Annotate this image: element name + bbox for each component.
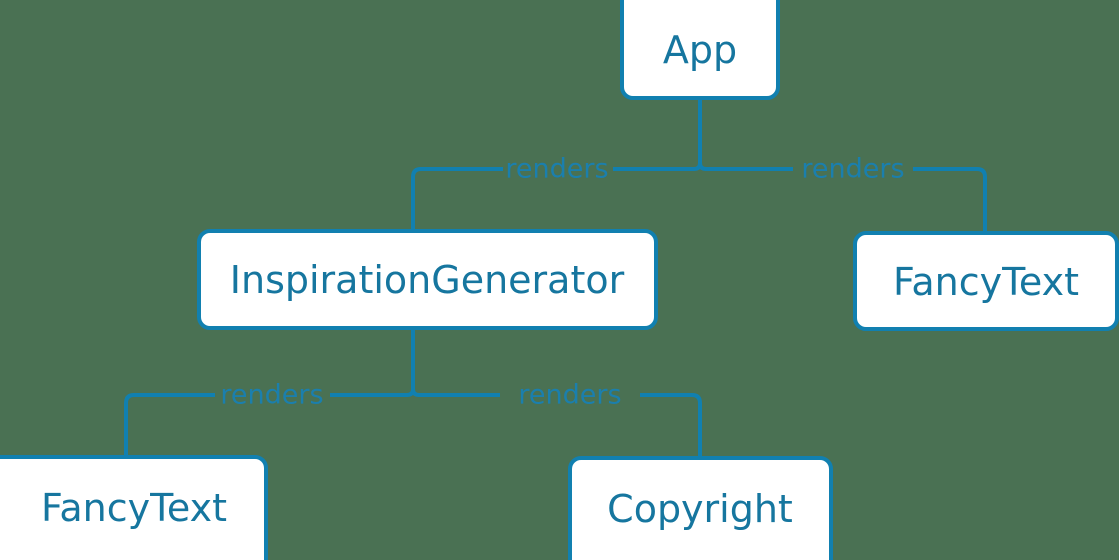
- edge-label-group: renders renders renders renders: [220, 154, 904, 411]
- edge-label-app-inspirationgenerator: renders: [505, 154, 608, 185]
- node-inspirationgenerator[interactable]: InspirationGenerator: [197, 229, 658, 330]
- node-copyright-box[interactable]: [568, 456, 833, 560]
- edge-label-app-fancytext: renders: [801, 154, 904, 185]
- node-fancytext-right[interactable]: FancyText: [853, 231, 1119, 331]
- edge-label-inspirationgenerator-fancytext: renders: [220, 380, 323, 411]
- edge-inspirationgenerator-to-fancytext-bottom: [124, 393, 215, 455]
- node-app[interactable]: App: [620, 0, 780, 100]
- edge-label-inspirationgenerator-copyright: renders: [518, 380, 621, 411]
- node-fancytext-right-label: FancyText: [893, 260, 1079, 304]
- node-fancytext-bottom-left-box[interactable]: [0, 455, 268, 560]
- edge-inspirationgenerator-to-copyright: [640, 393, 702, 456]
- edge-app-to-inspirationgenerator: [411, 167, 503, 229]
- node-fancytext-bottom-left[interactable]: FancyText: [0, 455, 268, 560]
- node-app-box[interactable]: [620, 0, 780, 100]
- edge-app-trunk: [613, 100, 702, 171]
- edge-app-to-fancytext-right: [913, 167, 987, 231]
- node-inspirationgenerator-box[interactable]: [197, 229, 658, 330]
- edge-inspirationgenerator-trunk: [330, 330, 415, 397]
- node-copyright-label: Copyright: [607, 487, 793, 531]
- node-fancytext-bottom-left-label: FancyText: [41, 486, 227, 530]
- node-inspirationgenerator-label: InspirationGenerator: [230, 258, 625, 302]
- node-app-label: App: [663, 28, 737, 72]
- edge-inspirationgenerator-trunk-right: [411, 388, 500, 397]
- node-copyright[interactable]: Copyright: [568, 456, 833, 560]
- edge-app-trunk-right: [698, 162, 793, 171]
- edge-group: [124, 100, 987, 456]
- node-fancytext-right-box[interactable]: [853, 231, 1119, 331]
